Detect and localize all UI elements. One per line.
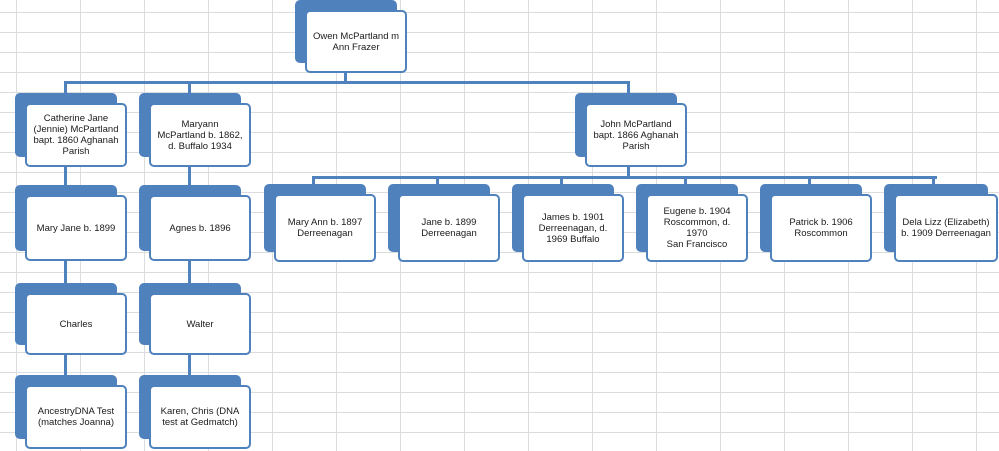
node-label: Catherine Jane (Jennie) McPartland bapt.… xyxy=(33,113,119,157)
node-label: Dela Lizz (Elizabeth) b. 1909 Derreenaga… xyxy=(901,217,991,239)
chart-node-karen: Karen, Chris (DNA test at Gedmatch) xyxy=(139,375,251,449)
chart-node-john: John McPartland bapt. 1866 Aghanah Paris… xyxy=(575,93,687,167)
chart-node-charles: Charles xyxy=(15,283,127,355)
node-label: Eugene b. 1904 Roscommon, d. 1970 San Fr… xyxy=(663,206,731,250)
node-label: John McPartland bapt. 1866 Aghanah Paris… xyxy=(593,118,679,152)
node-label: AncestryDNA Test (matches Joanna) xyxy=(37,406,115,428)
node-label: Mary Ann b. 1897 Derreenagan xyxy=(287,217,363,239)
connector xyxy=(932,176,935,185)
node-label: Charles xyxy=(59,318,93,330)
chart-node-eugene: Eugene b. 1904 Roscommon, d. 1970 San Fr… xyxy=(636,184,748,262)
connector xyxy=(344,72,347,83)
chart-node-maryann-senior: Maryann McPartland b. 1862, d. Buffalo 1… xyxy=(139,93,251,167)
chart-node-agnes: Agnes b. 1896 xyxy=(139,185,251,261)
connector xyxy=(436,176,439,185)
node-label: Owen McPartland m Ann Frazer xyxy=(312,30,400,53)
node-label: Walter xyxy=(186,318,214,330)
connector xyxy=(560,176,563,185)
connector xyxy=(808,176,811,185)
connector xyxy=(64,354,67,376)
connector xyxy=(188,166,191,186)
chart-node-walter: Walter xyxy=(139,283,251,355)
node-label: Patrick b. 1906 Roscommon xyxy=(789,217,853,239)
node-label: James b. 1901 Derreenagan, d. 1969 Buffa… xyxy=(538,211,608,245)
connector xyxy=(627,81,630,95)
chart-node-ancestry: AncestryDNA Test (matches Joanna) xyxy=(15,375,127,449)
chart-node-dela: Dela Lizz (Elizabeth) b. 1909 Derreenaga… xyxy=(884,184,998,262)
chart-node-maryann: Mary Ann b. 1897 Derreenagan xyxy=(264,184,376,262)
chart-node-james: James b. 1901 Derreenagan, d. 1969 Buffa… xyxy=(512,184,624,262)
node-label: Jane b. 1899 Derreenagan xyxy=(421,217,477,239)
connector xyxy=(64,166,67,186)
chart-node-catherine: Catherine Jane (Jennie) McPartland bapt.… xyxy=(15,93,127,167)
connector xyxy=(64,260,67,284)
chart-node-maryjane: Mary Jane b. 1899 xyxy=(15,185,127,261)
connector xyxy=(188,260,191,284)
node-label: Maryann McPartland b. 1862, d. Buffalo 1… xyxy=(157,118,243,152)
connector xyxy=(627,166,630,178)
connector xyxy=(64,81,629,84)
connector xyxy=(684,176,687,185)
node-label: Karen, Chris (DNA test at Gedmatch) xyxy=(160,406,240,428)
connector xyxy=(312,176,315,185)
node-label: Agnes b. 1896 xyxy=(169,222,231,234)
connector xyxy=(64,81,67,95)
connector xyxy=(312,176,937,179)
chart-node-jane: Jane b. 1899 Derreenagan xyxy=(388,184,500,262)
node-label: Mary Jane b. 1899 xyxy=(36,222,116,234)
chart-node-patrick: Patrick b. 1906 Roscommon xyxy=(760,184,872,262)
chart-node-owen: Owen McPartland m Ann Frazer xyxy=(295,0,407,73)
connector xyxy=(188,354,191,376)
connector xyxy=(188,81,191,95)
